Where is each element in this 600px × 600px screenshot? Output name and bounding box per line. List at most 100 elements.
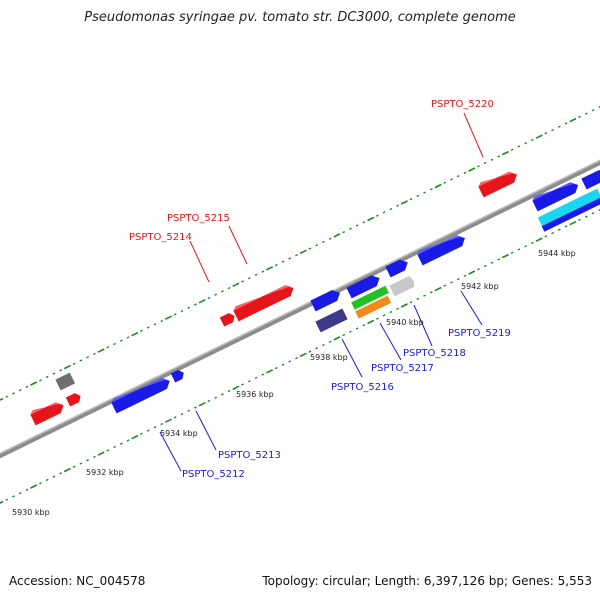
tick-mark (510, 251, 514, 254)
tick-mark (227, 389, 231, 393)
tick-mark (423, 191, 426, 194)
tick-mark (544, 235, 548, 238)
gene-label-pspto-5213[interactable]: PSPTO_5213 (218, 450, 281, 461)
tick-mark (153, 323, 157, 326)
scale-label: 5932 kbp (86, 468, 124, 477)
tick-mark (456, 174, 460, 178)
gene-label-pspto-5219[interactable]: PSPTO_5219 (448, 328, 511, 339)
tick-mark (517, 248, 521, 251)
tick-mark (396, 204, 400, 207)
tick-mark (39, 379, 42, 382)
gene-cyan-right[interactable] (537, 188, 600, 227)
tick-mark (535, 134, 543, 139)
gene-pspto-5217[interactable] (351, 285, 389, 310)
tick-mark (30, 484, 38, 489)
scale-label: 5940 kbp (386, 318, 424, 327)
tick-mark (434, 183, 442, 189)
tick-mark (564, 225, 568, 228)
tick-mark (382, 314, 386, 317)
tick-mark (396, 307, 400, 310)
gene-blocks (29, 166, 600, 426)
tick-mark (557, 228, 561, 231)
tick-mark (342, 333, 346, 337)
leader-lines (159, 112, 484, 472)
tick-mark (52, 475, 56, 478)
tick-mark (355, 224, 359, 227)
tick-mark (146, 326, 150, 329)
tick-mark (375, 317, 379, 320)
tick-mark (164, 315, 172, 320)
gene-pspto-5220[interactable] (477, 166, 520, 198)
tick-mark (578, 115, 581, 119)
tick-mark (119, 339, 123, 342)
tick-mark (501, 150, 509, 156)
tick-mark (551, 231, 555, 235)
gene-blue-right-b[interactable] (541, 197, 600, 232)
gene-label-pspto-5217[interactable]: PSPTO_5217 (371, 363, 434, 374)
gene-pspto-5219[interactable] (416, 230, 468, 266)
gene-pspto-5215[interactable] (232, 280, 296, 322)
gene-label-pspto-5220[interactable]: PSPTO_5220 (431, 99, 494, 110)
tick-mark (274, 366, 278, 370)
genome-backbone-highlight (0, 159, 600, 455)
tick-mark (59, 472, 63, 475)
tick-mark (510, 148, 514, 151)
gene-pspto-5214[interactable] (219, 311, 237, 327)
gene-orange-5217b[interactable] (355, 295, 392, 319)
genome-summary-text: Topology: circular; Length: 6,397,126 bp… (262, 574, 592, 588)
tick-mark (214, 293, 218, 296)
tick-mark (483, 161, 487, 165)
tick-mark (25, 385, 29, 389)
tick-mark (160, 319, 164, 323)
tick-mark (207, 296, 211, 300)
gene-pspto-5216[interactable] (310, 287, 342, 312)
tick-mark (362, 324, 366, 327)
gene-blue-right-a[interactable] (531, 177, 581, 212)
tick-mark (584, 112, 588, 115)
tick-mark (12, 495, 15, 498)
tick-mark (220, 290, 224, 293)
tick-mark (429, 291, 433, 294)
tick-mark (382, 211, 386, 214)
gene-red-left-a[interactable] (29, 397, 66, 426)
tick-mark (349, 227, 352, 230)
tick-mark (524, 142, 528, 145)
gene-purple-5216b[interactable] (315, 308, 348, 333)
tick-mark (333, 233, 341, 238)
tick-mark (429, 188, 433, 191)
tick-mark (281, 363, 285, 366)
tick-mark (362, 221, 366, 224)
tick-mark (106, 449, 110, 452)
tick-mark (322, 240, 325, 244)
tick-mark (97, 451, 105, 456)
gene-red-left-b[interactable] (65, 391, 83, 407)
gene-label-pspto-5216[interactable]: PSPTO_5216 (331, 382, 394, 393)
tick-mark (367, 216, 375, 222)
tick-mark (591, 109, 595, 112)
tick-mark (160, 422, 164, 426)
tick-mark (501, 253, 509, 259)
gene-pspto-5213[interactable] (110, 373, 172, 414)
gene-blue-5218b[interactable] (385, 257, 410, 278)
tick-mark (5, 498, 9, 501)
tick-mark (477, 165, 480, 168)
tick-mark (315, 244, 319, 247)
tick-mark (261, 373, 265, 376)
gene-label-pspto-5214[interactable]: PSPTO_5214 (129, 232, 192, 243)
tick-mark (241, 280, 244, 283)
gene-label-pspto-5212[interactable]: PSPTO_5212 (182, 469, 245, 480)
tick-mark (106, 346, 110, 349)
gene-label-pspto-5215[interactable]: PSPTO_5215 (167, 213, 230, 224)
gene-label-pspto-5218[interactable]: PSPTO_5218 (403, 348, 466, 359)
tick-mark (524, 245, 528, 248)
gene-pspto-5212[interactable] (170, 368, 186, 383)
gene-blue-mid[interactable] (346, 273, 382, 299)
gene-blue-right-c[interactable] (581, 169, 600, 190)
gene-pspto-5218[interactable] (389, 275, 416, 297)
tick-mark (180, 412, 184, 416)
tick-mark (468, 167, 476, 172)
tick-mark (355, 327, 359, 330)
tick-mark (530, 138, 534, 142)
gene-grey-left[interactable] (55, 372, 76, 391)
